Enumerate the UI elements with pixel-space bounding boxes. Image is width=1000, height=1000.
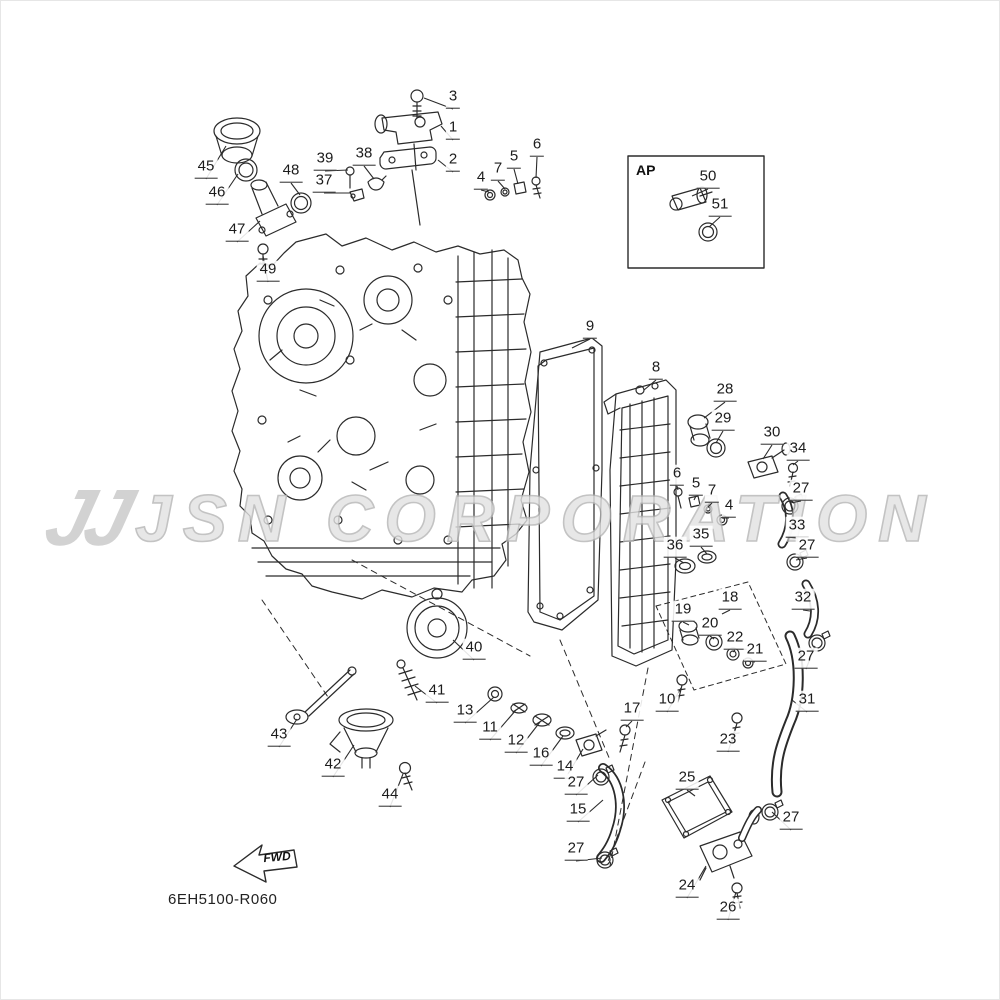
ap-inset-label: AP: [636, 162, 656, 178]
diagram-code: 6EH5100-R060: [168, 891, 278, 908]
